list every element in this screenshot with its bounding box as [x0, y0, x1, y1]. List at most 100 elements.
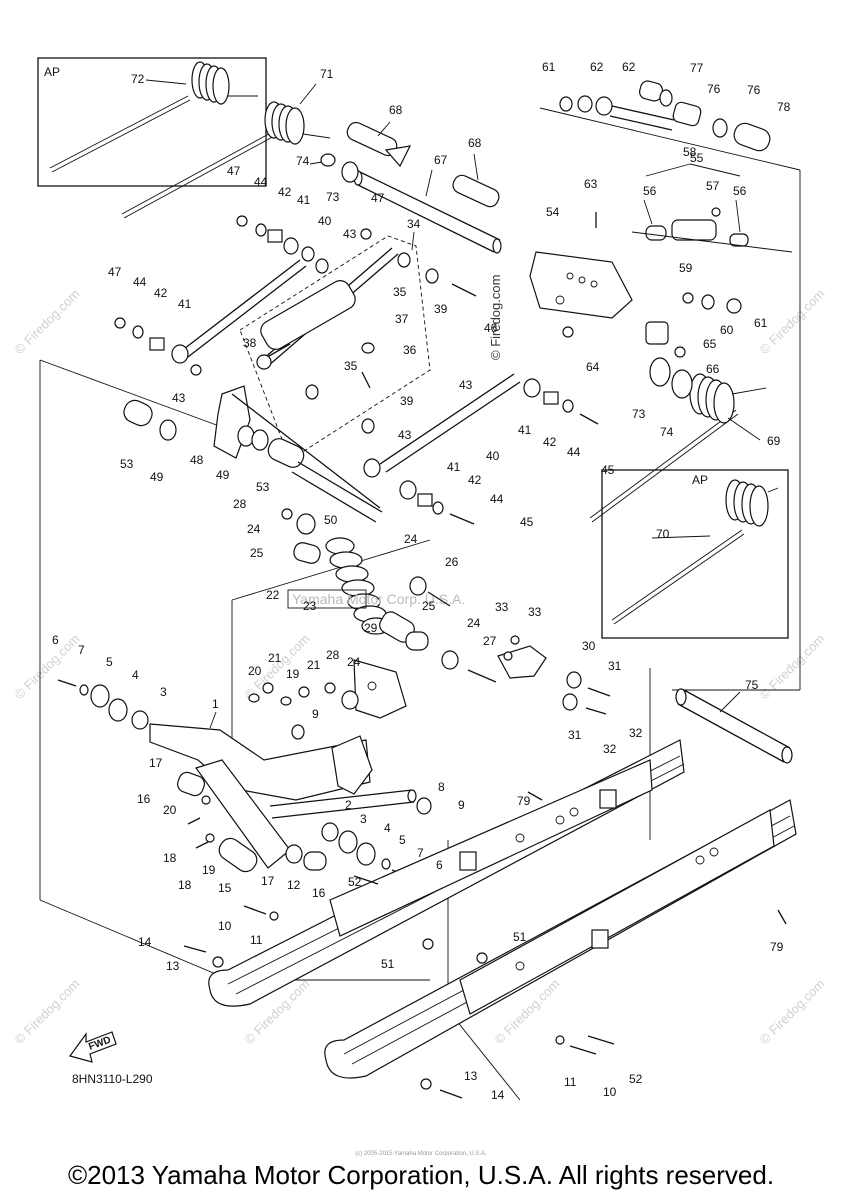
part-number-label: 44 — [133, 275, 147, 289]
part-number-label: 11 — [250, 933, 263, 947]
part-number-label: 74 — [296, 154, 310, 168]
part-number-label: 41 — [447, 460, 461, 474]
part-number-label: 42 — [278, 185, 292, 199]
part-number-label: 20 — [248, 664, 262, 678]
part-number-label: 47 — [108, 265, 122, 279]
diagram-code: 8HN3110-L290 — [72, 1072, 153, 1086]
part-number-label: 14 — [138, 935, 152, 949]
bracket-29 — [353, 659, 407, 719]
part-number-label: 51 — [381, 957, 395, 971]
part-number-label: 17 — [261, 874, 275, 888]
part-number-label: 43 — [398, 428, 412, 442]
part-number-label: 45 — [601, 463, 615, 477]
collar-39 — [361, 418, 375, 434]
part-number-label: 77 — [690, 61, 704, 75]
part-number-label: 8 — [438, 780, 445, 794]
part-number-label: 15 — [218, 881, 232, 895]
part-number-label: 24 — [247, 522, 261, 536]
part-number-label: 3 — [360, 812, 367, 826]
part-number-label: 59 — [679, 261, 693, 275]
part-number-label: 28 — [233, 497, 247, 511]
fasteners-front-left — [57, 679, 149, 730]
pipe — [672, 101, 702, 127]
inset-frame — [601, 469, 789, 639]
bolt-27 — [467, 669, 497, 683]
stamp-frame — [287, 589, 367, 609]
inset-ap-top: AP — [37, 57, 267, 187]
part-number-label: 13 — [464, 1069, 478, 1083]
collar-76 — [659, 89, 673, 107]
part-number-label: 56 — [733, 184, 747, 198]
part-number-label: 13 — [166, 959, 180, 973]
part-number-label: 68 — [389, 103, 403, 117]
shock-absorber-38 — [256, 280, 356, 370]
shaft-58 — [559, 80, 771, 152]
part-number-label: 5 — [106, 655, 113, 669]
bracket-8 — [331, 735, 373, 795]
part-number-label: 17 — [149, 756, 163, 770]
small-copyright: (c) 2005-2015 Yamaha Motor Corporation, … — [355, 1151, 487, 1157]
nut-64 — [562, 326, 574, 338]
part-number-label: 25 — [250, 546, 264, 560]
torsion-spring-69 — [589, 373, 767, 523]
collar-35 — [305, 384, 319, 400]
part-number-label: 60 — [720, 323, 734, 337]
small-fasteners — [248, 682, 359, 710]
part-number-label: 25 — [422, 599, 436, 613]
part-number-label: 10 — [603, 1085, 617, 1099]
part-number-label: 40 — [318, 214, 332, 228]
part-number-label: 9 — [458, 798, 465, 812]
part-number-label: 43 — [343, 227, 357, 241]
part-number-label: 41 — [178, 297, 192, 311]
part-number-label: 9 — [312, 707, 319, 721]
part-number-label: 20 — [163, 803, 177, 817]
part-number-label: 73 — [326, 190, 340, 204]
part-number-label: 31 — [608, 659, 622, 673]
part-number-label: 70 — [656, 527, 670, 541]
part-number-label: 4 — [132, 668, 139, 682]
part-number-label: 32 — [603, 742, 617, 756]
part-number-label: 41 — [297, 193, 311, 207]
fwd-arrow-icon: FWD — [69, 1031, 117, 1063]
bolt-36 — [361, 371, 371, 389]
collar-stack — [281, 508, 321, 564]
part-number-label: 46 — [484, 321, 498, 335]
part-number-label: 26 — [445, 555, 459, 569]
collar-78 — [733, 122, 771, 152]
part-number-label: 76 — [747, 83, 761, 97]
part-number-label: 30 — [582, 639, 596, 653]
collar-76 — [712, 118, 728, 138]
bolt-79 — [777, 909, 787, 925]
part-number-label: 14 — [491, 1088, 505, 1102]
part-number-label: 23 — [303, 599, 317, 613]
part-number-label: 21 — [307, 658, 321, 672]
watermark: © Firedog.com — [12, 631, 83, 702]
watermark: © Firedog.com — [12, 286, 83, 357]
part-number-label: 12 — [287, 878, 301, 892]
slide-rail-lower — [324, 799, 797, 1079]
part-number-label: 51 — [513, 930, 527, 944]
part-number-label: 72 — [131, 72, 145, 86]
part-number-label: 49 — [216, 468, 230, 482]
part-number-label: 35 — [393, 285, 407, 299]
collar-24 — [441, 650, 459, 670]
collar-73 — [341, 161, 359, 183]
nut-37 — [361, 342, 375, 354]
part-number-label: 54 — [546, 205, 560, 219]
part-number-label: 61 — [754, 316, 768, 330]
part-number-label: 49 — [150, 470, 164, 484]
part-number-label: 44 — [567, 445, 581, 459]
part-number-label: 58 — [683, 145, 697, 159]
spring-arm — [611, 529, 743, 621]
bracket-54 — [529, 212, 633, 338]
part-number-label: 16 — [312, 886, 326, 900]
rear-shock-spring — [325, 537, 415, 643]
part-number-label: 78 — [777, 100, 791, 114]
part-number-label: 52 — [348, 875, 362, 889]
part-number-label: 11 — [564, 1075, 577, 1089]
assembly-55 — [631, 207, 793, 253]
part-number-label: 7 — [417, 846, 424, 860]
part-number-label: 38 — [243, 336, 257, 350]
part-number-label: 68 — [468, 136, 482, 150]
